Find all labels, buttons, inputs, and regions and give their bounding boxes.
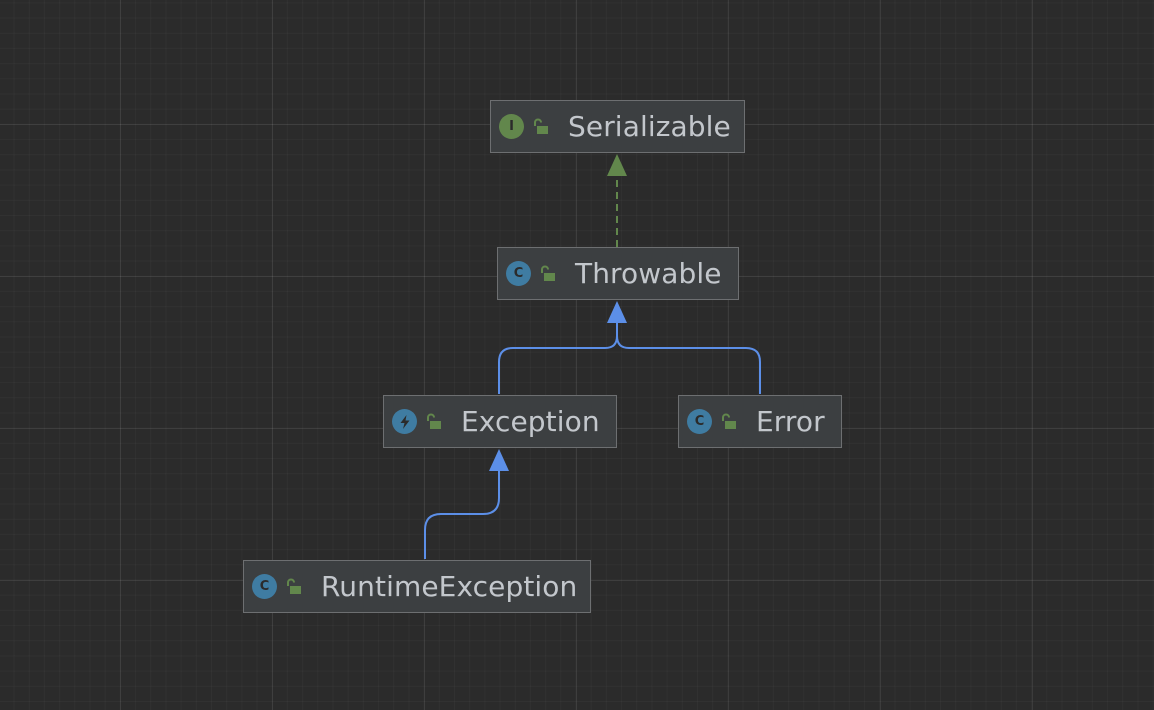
node-serializable[interactable]: I Serializable	[490, 100, 745, 153]
node-label: Serializable	[568, 110, 731, 143]
edge-exception-throwable	[498, 323, 618, 394]
node-label: Error	[756, 405, 825, 438]
unlocked-icon	[534, 118, 548, 134]
edge-error-throwable	[616, 335, 761, 394]
class-icon: C	[687, 409, 712, 434]
node-error[interactable]: C Error	[678, 395, 842, 448]
unlocked-icon	[427, 413, 441, 429]
lightning-icon	[392, 409, 417, 434]
node-throwable[interactable]: C Throwable	[497, 247, 739, 300]
class-icon: C	[252, 574, 277, 599]
node-label: Exception	[461, 405, 600, 438]
node-runtime-exception[interactable]: C RuntimeException	[243, 560, 591, 613]
class-icon: C	[506, 261, 531, 286]
unlocked-icon	[541, 265, 555, 281]
edge-arrowhead-throwable	[607, 301, 627, 323]
node-label: RuntimeException	[321, 570, 578, 603]
unlocked-icon	[287, 578, 301, 594]
edge-arrowhead-serializable	[607, 154, 627, 176]
edge-arrowhead-exception	[489, 449, 509, 471]
unlocked-icon	[722, 413, 736, 429]
interface-icon: I	[499, 114, 524, 139]
node-label: Throwable	[575, 257, 722, 290]
node-exception[interactable]: Exception	[383, 395, 617, 448]
edge-runtimeexception-exception	[424, 471, 500, 559]
